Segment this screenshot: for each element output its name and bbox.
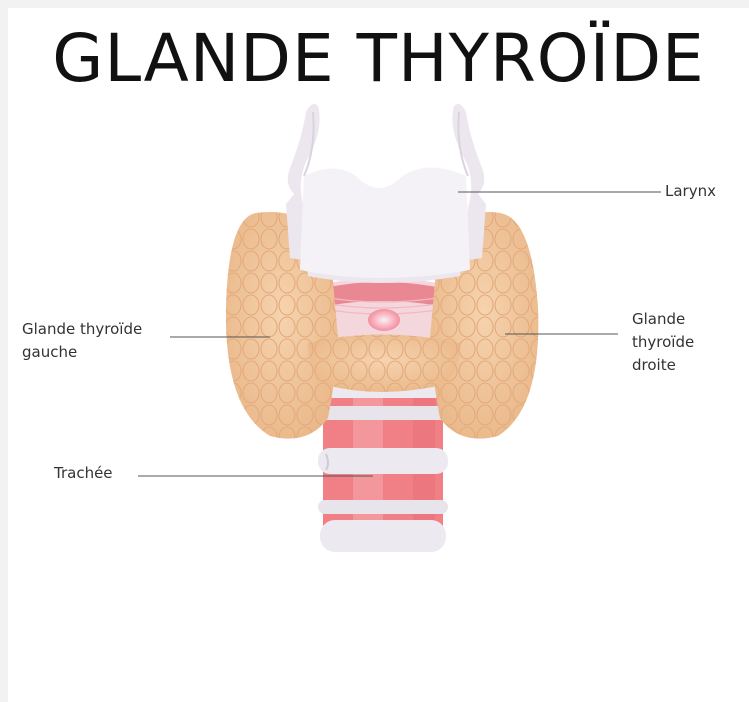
label-left-lobe-line1: Glande thyroïde	[22, 318, 142, 341]
diagram-frame: GLANDE THYROÏDE	[8, 8, 749, 702]
label-right-lobe-line2: thyroïde	[632, 331, 694, 354]
label-larynx: Larynx	[665, 180, 716, 203]
trachea	[318, 368, 448, 552]
label-trachea: Trachée	[54, 462, 113, 485]
label-left-lobe-line2: gauche	[22, 341, 142, 364]
label-left-lobe: Glande thyroïde gauche	[22, 318, 142, 364]
label-right-lobe-line1: Glande	[632, 308, 694, 331]
thyroid-isthmus	[308, 335, 460, 393]
label-right-lobe: Glande thyroïde droite	[632, 308, 694, 377]
label-right-lobe-line3: droite	[632, 354, 694, 377]
larynx-cartilage	[286, 104, 486, 283]
